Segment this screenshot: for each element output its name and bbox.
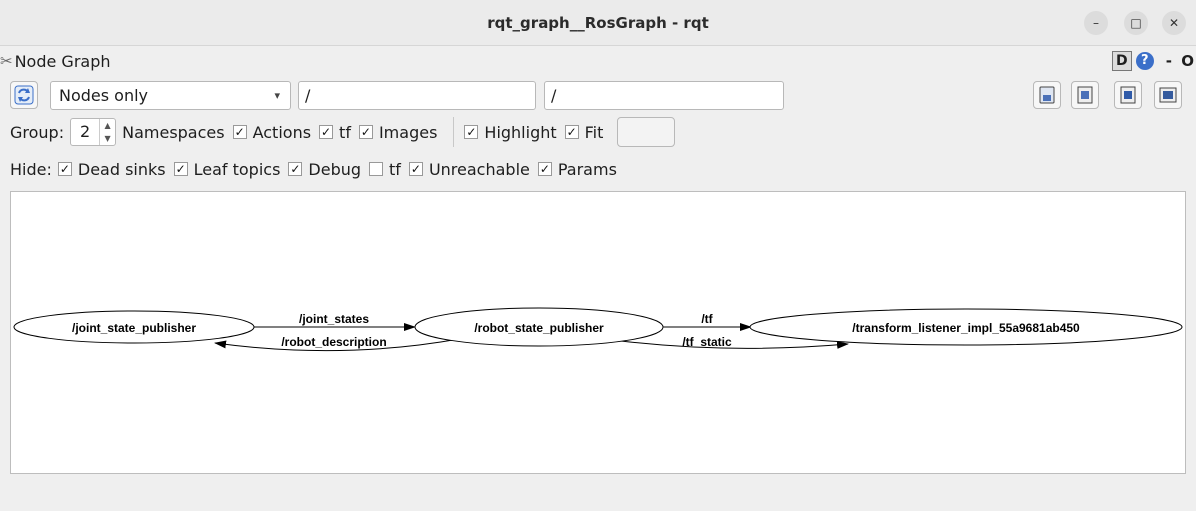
minimize-button[interactable]: –	[1084, 11, 1108, 35]
namespaces-label: Namespaces	[122, 122, 225, 142]
hide-tf-checkbox[interactable]: tf	[369, 160, 401, 179]
save-image-button[interactable]	[1154, 81, 1182, 109]
node-label: /joint_state_publisher	[72, 321, 196, 335]
graph-mode-value: Nodes only	[59, 86, 149, 105]
plugin-header: ✂ Node Graph	[0, 50, 111, 72]
edge-tf-static[interactable]	[620, 340, 849, 349]
load-dot-button[interactable]	[1033, 81, 1061, 109]
dock-d-button[interactable]: D	[1111, 51, 1132, 71]
dead-sinks-checkbox[interactable]: ✓ Dead sinks	[57, 159, 166, 179]
window-title: rqt_graph__RosGraph - rqt	[487, 14, 709, 32]
node-label: /robot_state_publisher	[474, 321, 604, 335]
options-row: Group: 2 ▲▼ Namespaces ✓ Actions ✓ tf ✓ …	[10, 117, 676, 147]
leaf-topics-checkbox[interactable]: ✓ Leaf topics	[173, 159, 281, 179]
highlight-checkbox[interactable]: ✓ Highlight	[464, 122, 557, 142]
node-robot-state-publisher[interactable]: /robot_state_publisher	[414, 307, 664, 347]
unreachable-checkbox[interactable]: ✓ Unreachable	[408, 159, 530, 179]
plugin-controls: D ? - O	[1111, 50, 1196, 72]
params-checkbox[interactable]: ✓ Params	[537, 159, 617, 179]
edge-label-tf-static: /tf_static	[682, 335, 732, 349]
hide-row: Hide: ✓ Dead sinks ✓ Leaf topics ✓ Debug…	[10, 157, 625, 181]
edge-robot-description[interactable]	[214, 338, 460, 352]
save-svg-icon	[1120, 86, 1136, 104]
close-button[interactable]: ✕	[1162, 11, 1186, 35]
plugin-title: Node Graph	[14, 51, 111, 71]
refresh-button[interactable]	[10, 81, 38, 109]
checkbox-icon: ✓	[232, 125, 247, 139]
edge-label-tf: /tf	[701, 312, 713, 326]
help-icon[interactable]: ?	[1135, 52, 1154, 70]
fit-checkbox[interactable]: ✓ Fit	[564, 122, 604, 142]
node-joint-state-publisher[interactable]: /joint_state_publisher	[13, 310, 255, 344]
checkbox-icon: ✓	[358, 125, 373, 139]
actions-checkbox[interactable]: ✓ Actions	[232, 122, 312, 142]
refresh-icon	[14, 85, 34, 105]
graph-mode-select[interactable]: Nodes only ▾	[50, 81, 291, 110]
window-titlebar: rqt_graph__RosGraph - rqt – □ ✕	[0, 0, 1196, 46]
group-spinbox[interactable]: 2 ▲▼	[70, 118, 117, 146]
topic-filter-input[interactable]: /	[544, 81, 784, 110]
load-file-icon	[1039, 86, 1055, 104]
group-value: 2	[80, 122, 91, 141]
save-dot-icon	[1077, 86, 1093, 104]
fit-view-button[interactable]	[617, 117, 676, 147]
tf-checkbox[interactable]: ✓ tf	[319, 122, 351, 142]
graph-canvas[interactable]: /joint_states /robot_description /tf /tf…	[10, 191, 1186, 474]
image-icon	[1159, 87, 1177, 103]
checkbox-icon: ✓	[57, 162, 72, 176]
node-filter-input[interactable]: /	[298, 81, 536, 110]
hide-label: Hide:	[10, 159, 52, 179]
separator	[453, 117, 455, 147]
checkbox-icon: ✓	[408, 162, 423, 176]
group-label: Group:	[10, 122, 65, 142]
checkbox-icon: ✓	[464, 125, 479, 139]
checkbox-icon: ✓	[173, 162, 188, 176]
checkbox-icon: ✓	[319, 125, 334, 139]
checkbox-icon: ✓	[537, 162, 552, 176]
checkbox-icon	[369, 162, 384, 176]
checkbox-icon: ✓	[288, 162, 303, 176]
debug-checkbox[interactable]: ✓ Debug	[288, 159, 362, 179]
node-label: /transform_listener_impl_55a9681ab450	[852, 321, 1080, 335]
close-plugin-button[interactable]: - O	[1165, 52, 1196, 70]
node-transform-listener[interactable]: /transform_listener_impl_55a9681ab450	[749, 308, 1183, 346]
graph-svg: /joint_states /robot_description /tf /tf…	[13, 307, 1183, 352]
maximize-button[interactable]: □	[1124, 11, 1148, 35]
edge-label-robot-description: /robot_description	[281, 335, 386, 349]
images-checkbox[interactable]: ✓ Images	[358, 122, 438, 142]
edge-label-joint-states: /joint_states	[299, 312, 369, 326]
chevron-down-icon: ▾	[274, 89, 280, 102]
save-svg-button[interactable]	[1114, 81, 1142, 109]
save-dot-button[interactable]	[1071, 81, 1099, 109]
tools-icon: ✂	[0, 52, 13, 70]
spin-arrows-icon[interactable]: ▲▼	[99, 119, 115, 145]
checkbox-icon: ✓	[564, 125, 579, 139]
